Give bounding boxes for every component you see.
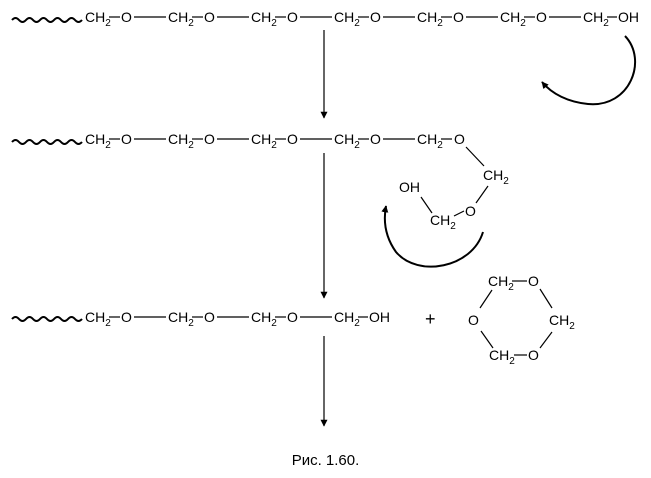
plus-sign: +: [425, 309, 436, 329]
bond: [453, 210, 465, 217]
ch2-group: CH2: [500, 9, 526, 29]
ch2-group: CH2: [251, 9, 277, 29]
ch2-group: CH2: [417, 131, 443, 151]
oxygen-atom: O: [121, 9, 132, 25]
curved-arrow-row-1: [541, 35, 636, 106]
oxygen-atom: O: [454, 131, 465, 147]
ch2-group: CH2: [483, 167, 509, 187]
oxygen-atom: O: [121, 131, 132, 147]
ch2-group: CH2: [417, 9, 443, 29]
ch2-group: CH2: [85, 9, 111, 29]
ch2-group: CH2: [489, 347, 515, 367]
oxygen-atom: O: [204, 131, 215, 147]
ch2-group: CH2: [488, 273, 514, 293]
ch2-group: CH2: [549, 312, 575, 332]
oxygen-atom: O: [204, 9, 215, 25]
bond: [479, 289, 493, 309]
hydroxyl-group: OH: [618, 9, 639, 25]
ch2-group: CH2: [251, 309, 277, 329]
oxygen-atom: O: [453, 9, 464, 25]
bond: [475, 185, 489, 204]
ch2-group: CH2: [334, 309, 360, 329]
ch2-group: CH2: [583, 9, 609, 29]
curved-arrow-row-2: [381, 205, 484, 268]
row-2-ring-closure: CH2 O CH2 OH: [399, 146, 509, 232]
row-3-chain: CH2 O CH2 O CH2 O CH2 OH: [11, 309, 390, 329]
bond: [539, 331, 553, 349]
polymer-wavy-bond: [11, 139, 83, 145]
figure-caption: Рис. 1.60.: [291, 452, 360, 469]
ch2-group: CH2: [251, 131, 277, 151]
oxygen-atom: O: [287, 131, 298, 147]
bond: [480, 330, 494, 349]
oxygen-atom: O: [370, 9, 381, 25]
polymer-wavy-bond: [11, 17, 83, 23]
oxygen-atom: O: [468, 312, 479, 328]
ch2-group: CH2: [430, 212, 456, 232]
oxygen-atom: O: [370, 131, 381, 147]
ch2-group: CH2: [168, 309, 194, 329]
ch2-group: CH2: [85, 131, 111, 151]
hydroxyl-group: OH: [399, 179, 420, 195]
ch2-group: CH2: [85, 309, 111, 329]
oxygen-atom: O: [287, 9, 298, 25]
bond: [465, 146, 485, 167]
hydroxyl-group: OH: [369, 309, 390, 325]
ch2-group: CH2: [168, 9, 194, 29]
oxygen-atom: O: [528, 347, 539, 363]
oxygen-atom: O: [121, 309, 132, 325]
oxygen-atom: O: [536, 9, 547, 25]
row-2-chain: CH2 O CH2 O CH2 O CH2 O CH2 O: [11, 131, 465, 151]
oxygen-atom: O: [465, 203, 476, 219]
oxygen-atom: O: [204, 309, 215, 325]
bond: [420, 196, 433, 214]
bond: [539, 288, 553, 309]
ch2-group: CH2: [334, 9, 360, 29]
polymer-wavy-bond: [11, 316, 83, 322]
trioxane-ring: CH2 O CH2 O CH2 O: [468, 273, 575, 367]
ch2-group: CH2: [334, 131, 360, 151]
row-1-chain: CH2 O CH2 O CH2 O CH2 O CH2 O CH2 O CH2 …: [11, 9, 639, 29]
ch2-group: CH2: [168, 131, 194, 151]
oxygen-atom: O: [528, 273, 539, 289]
oxygen-atom: O: [287, 309, 298, 325]
